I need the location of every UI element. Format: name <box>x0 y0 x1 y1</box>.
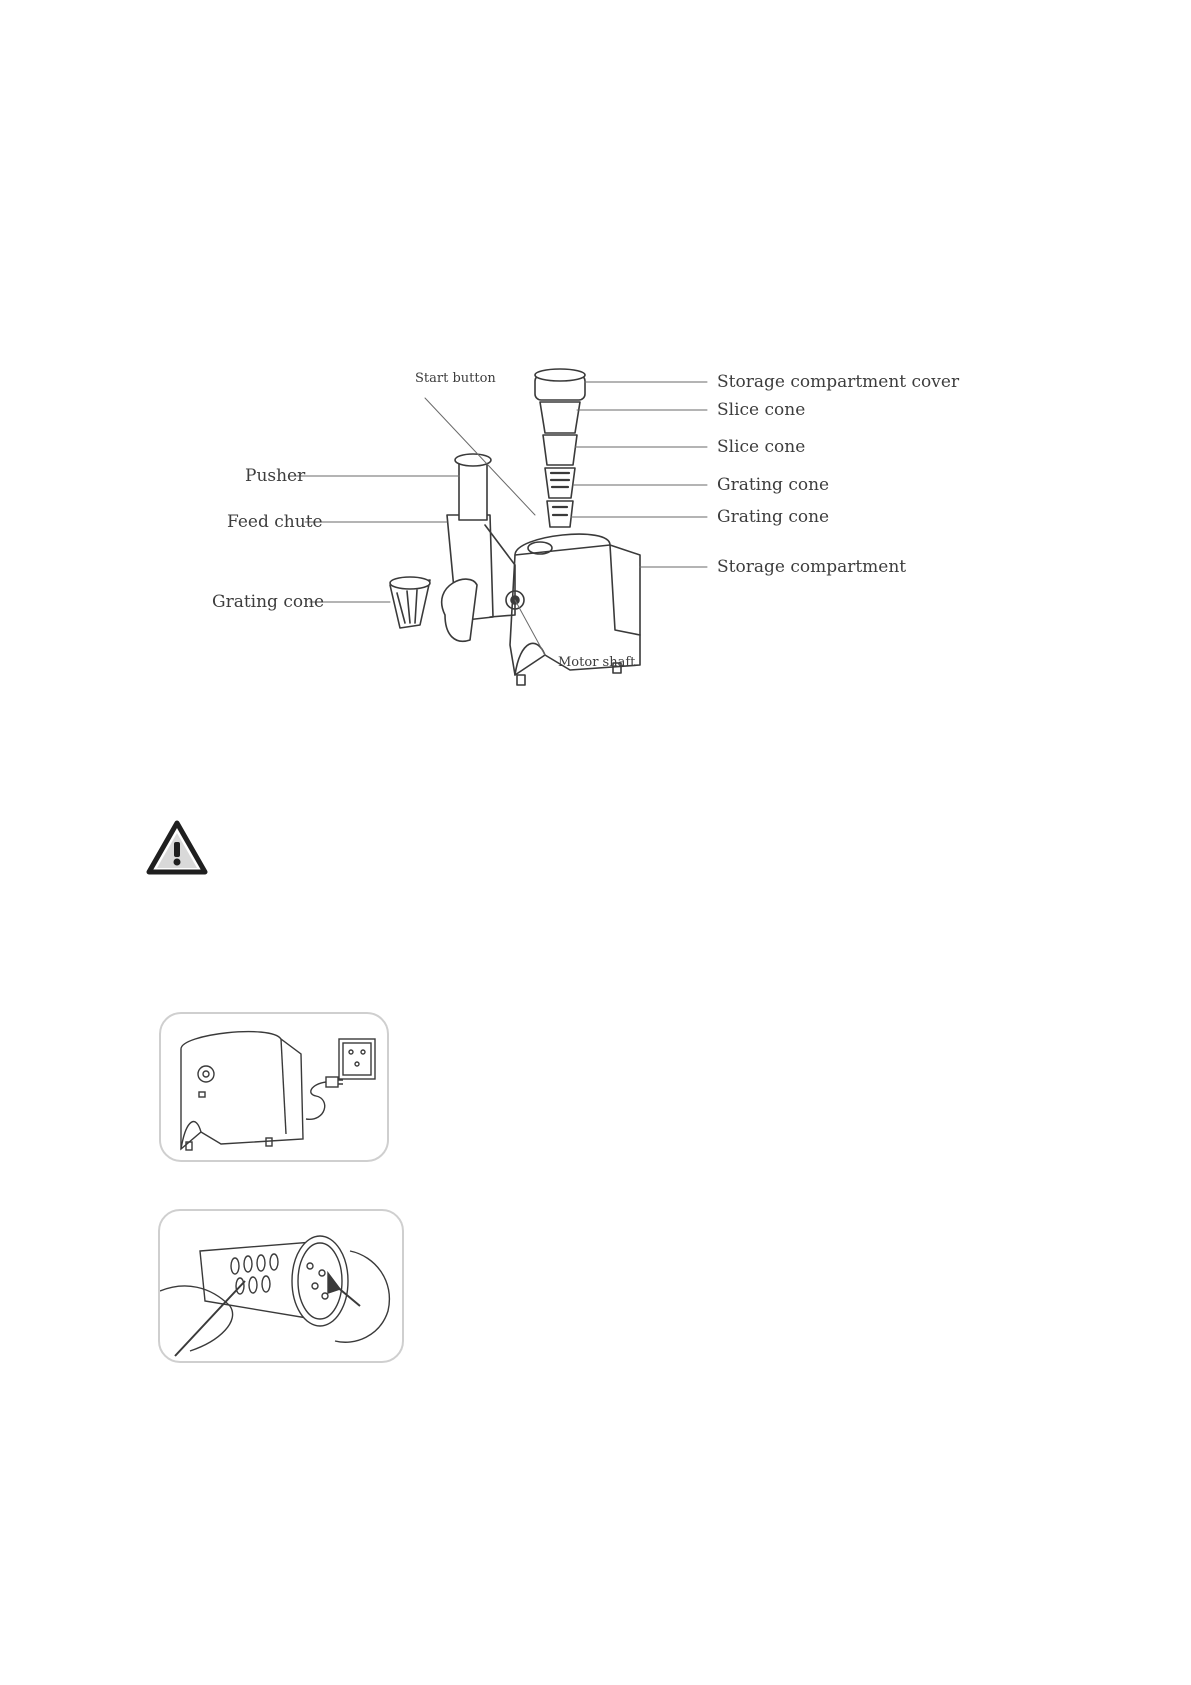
label-pusher: Pusher <box>245 466 305 486</box>
warning-triangle-icon <box>146 820 208 876</box>
label-start-button: Start button <box>415 371 496 386</box>
label-motor-shaft: Motor shaft <box>558 655 635 670</box>
label-storage-compartment-cover: Storage compartment cover <box>717 372 959 392</box>
label-feed-chute: Feed chute <box>227 512 323 532</box>
unplug-illustration <box>159 1012 389 1162</box>
label-storage-compartment: Storage compartment <box>717 557 906 577</box>
cleaning-illustration <box>158 1209 404 1363</box>
label-grating-cone-1: Grating cone <box>717 475 829 495</box>
cone-cleaning-brush-icon <box>160 1211 402 1361</box>
label-grating-cone-2: Grating cone <box>717 507 829 527</box>
appliance-plug-socket-icon <box>161 1014 387 1160</box>
label-grating-cone-left: Grating cone <box>212 592 324 612</box>
label-slice-cone-2: Slice cone <box>717 437 805 457</box>
label-slice-cone-1: Slice cone <box>717 400 805 420</box>
parts-diagram: Start button Pusher Feed chute Grating c… <box>215 385 995 730</box>
